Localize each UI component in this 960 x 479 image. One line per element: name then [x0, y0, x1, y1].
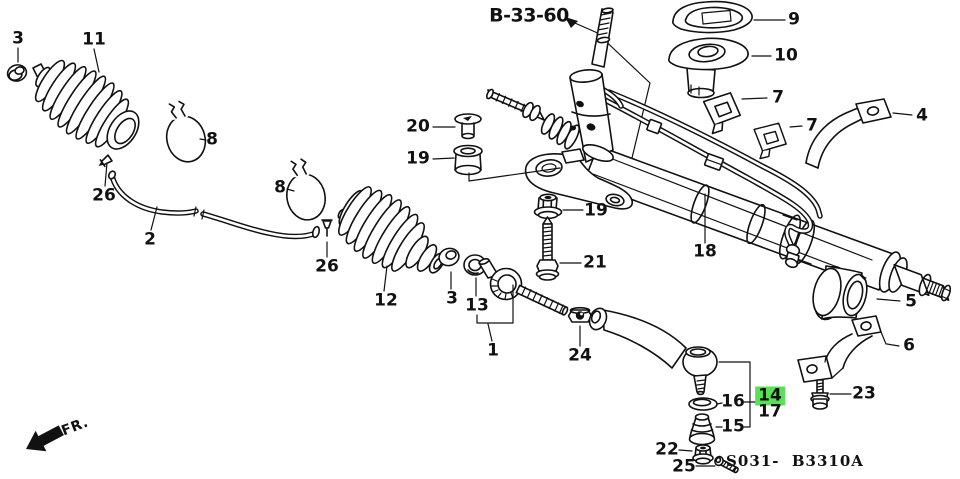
gear-box-bracket-lower: [797, 315, 887, 383]
grommet-lower: [453, 144, 483, 176]
part-label-15[interactable]: 15: [721, 416, 745, 437]
part-label-7-upper[interactable]: 7: [772, 87, 784, 108]
part-label-3[interactable]: 3: [446, 288, 458, 309]
part-label-21[interactable]: 21: [583, 252, 607, 273]
pipe-clip-on-tube-b: [703, 153, 725, 171]
tie-rod-washer: [688, 397, 718, 411]
leader-lines: [17, 19, 913, 467]
part-label-6[interactable]: 6: [903, 335, 915, 356]
breather-clip-right: [321, 219, 333, 237]
rack-end: [478, 258, 569, 316]
tie-rod-end: [588, 307, 718, 396]
part-label-4[interactable]: 4: [916, 105, 928, 126]
part-label-22[interactable]: 22: [655, 439, 679, 460]
tie-rod-dust-seal: [688, 413, 716, 446]
boot-band-left: [165, 100, 207, 163]
valve-housing: [569, 69, 614, 163]
part-label-11[interactable]: 11: [82, 29, 106, 50]
hydraulic-pipes: [597, 85, 823, 269]
part-label-9[interactable]: 9: [788, 9, 800, 30]
part-label-1[interactable]: 1: [487, 340, 499, 361]
boot-band-right: [286, 158, 326, 221]
pinion-shaft: [591, 7, 614, 68]
pipe-clamp-upper: [702, 92, 742, 135]
pipe-clamp-lower: [753, 122, 787, 160]
part-label-8-right[interactable]: 8: [274, 177, 286, 198]
lock-washer: [438, 247, 460, 267]
bracket-bolt: [810, 379, 830, 410]
steering-boot-left: [32, 59, 140, 150]
part-label-3-top-left[interactable]: 3: [12, 28, 24, 49]
part-label-20[interactable]: 20: [406, 116, 430, 137]
diagram-code: S031- B3310A: [726, 452, 864, 470]
gear-box-bushing: [812, 265, 868, 321]
steering-gear-box: [486, 7, 952, 302]
gear-box-cushion: [667, 37, 749, 99]
breather-clip-left: [98, 154, 113, 168]
flanged-nut: [533, 193, 563, 220]
part-label-18[interactable]: 18: [693, 241, 717, 262]
section-reference-b-33-60[interactable]: B-33-60: [489, 4, 569, 27]
mounting-bolt: [535, 216, 560, 281]
part-label-19-left[interactable]: 19: [406, 148, 430, 169]
part-label-16[interactable]: 16: [721, 391, 745, 412]
steering-boot-right: [337, 186, 446, 274]
part-label-25[interactable]: 25: [672, 456, 696, 477]
part-label-13[interactable]: 13: [465, 295, 489, 316]
part-label-23[interactable]: 23: [852, 383, 876, 404]
valve-seal: [671, 0, 753, 34]
boot-neck-ribs: [540, 113, 580, 150]
part-label-19-right[interactable]: 19: [584, 200, 608, 221]
part-label-10[interactable]: 10: [774, 45, 798, 66]
cotter-screw: [714, 455, 739, 474]
part-label-24[interactable]: 24: [568, 345, 592, 366]
part-label-17[interactable]: 17: [758, 401, 782, 422]
part-label-14-highlighted[interactable]: 14: [755, 386, 785, 406]
lock-nut: [567, 306, 593, 323]
pipe-clip-on-tube-a: [646, 118, 663, 135]
part-label-26-right[interactable]: 26: [315, 256, 339, 277]
lock-washer-top-left: [6, 64, 28, 82]
rack-shaft-stub: [486, 88, 545, 122]
mounting-lug: [524, 148, 633, 210]
part-label-12[interactable]: 12: [374, 290, 398, 311]
fr-direction-arrow: [26, 425, 64, 452]
grommet-upper: [454, 113, 482, 140]
castle-nut: [692, 444, 714, 465]
breather-tube: [107, 170, 321, 240]
part-label-5[interactable]: 5: [905, 291, 917, 312]
part-label-8-left[interactable]: 8: [206, 129, 218, 150]
part-label-7-lower[interactable]: 7: [806, 115, 818, 136]
part-label-2[interactable]: 2: [144, 229, 156, 250]
gear-box-bracket-upper: [805, 98, 892, 169]
part-label-26-left[interactable]: 26: [92, 185, 116, 206]
